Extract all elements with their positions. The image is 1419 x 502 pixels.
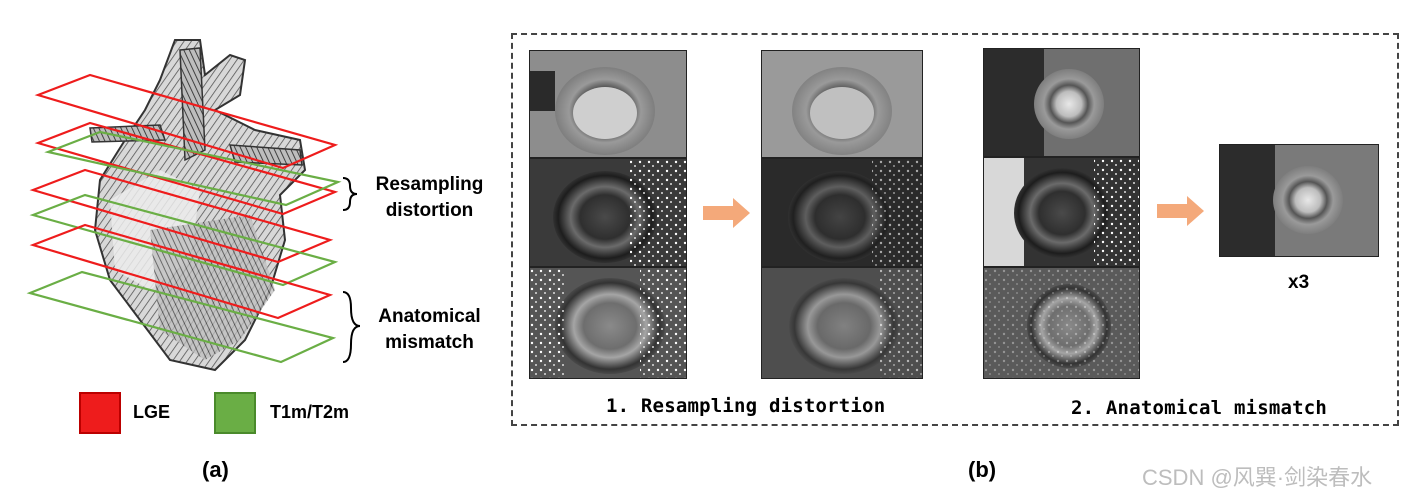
multiplier-label: x3: [1288, 272, 1310, 293]
brace-top-label: Resampling distortion: [362, 172, 497, 224]
mri-col3-row2: [983, 157, 1140, 267]
mri-output: [1219, 144, 1379, 257]
legend-label-t1m: T1m/T2m: [270, 402, 350, 422]
brace-bottom-line1: Anatomical: [378, 306, 481, 327]
mri-col1-row2: [529, 158, 687, 267]
panel-b-frame: [511, 33, 1399, 426]
brace-top-line2: distortion: [385, 200, 474, 221]
brace-top: [342, 177, 358, 211]
slice-planes: [26, 73, 342, 364]
brace-bottom-line2: mismatch: [385, 332, 474, 353]
mri-col1-row1: [529, 50, 687, 158]
brace-bottom: [342, 291, 361, 363]
caption-anatomical: 2. Anatomical mismatch: [1071, 397, 1328, 419]
brace-bottom-label: Anatomical mismatch: [362, 304, 497, 356]
mri-col2-row3: [761, 267, 923, 379]
mri-col3-row3: [983, 267, 1140, 379]
watermark: CSDN @风巽·剑染春水: [1142, 465, 1373, 490]
legend-swatch-lge: [79, 392, 121, 434]
legend-swatch-t1m: [214, 392, 256, 434]
arrow-2: [1157, 196, 1204, 226]
mri-col2-row2: [761, 158, 923, 267]
panel-label-a: (a): [202, 457, 229, 482]
mri-col2-row1: [761, 50, 923, 158]
mri-col3-row1: [983, 48, 1140, 157]
brace-top-line1: Resampling: [375, 174, 484, 195]
caption-resampling: 1. Resampling distortion: [606, 395, 886, 417]
arrow-1: [703, 198, 750, 228]
legend-label-lge: LGE: [133, 402, 171, 422]
panel-label-b: (b): [968, 457, 997, 482]
mri-col1-row3: [529, 267, 687, 379]
